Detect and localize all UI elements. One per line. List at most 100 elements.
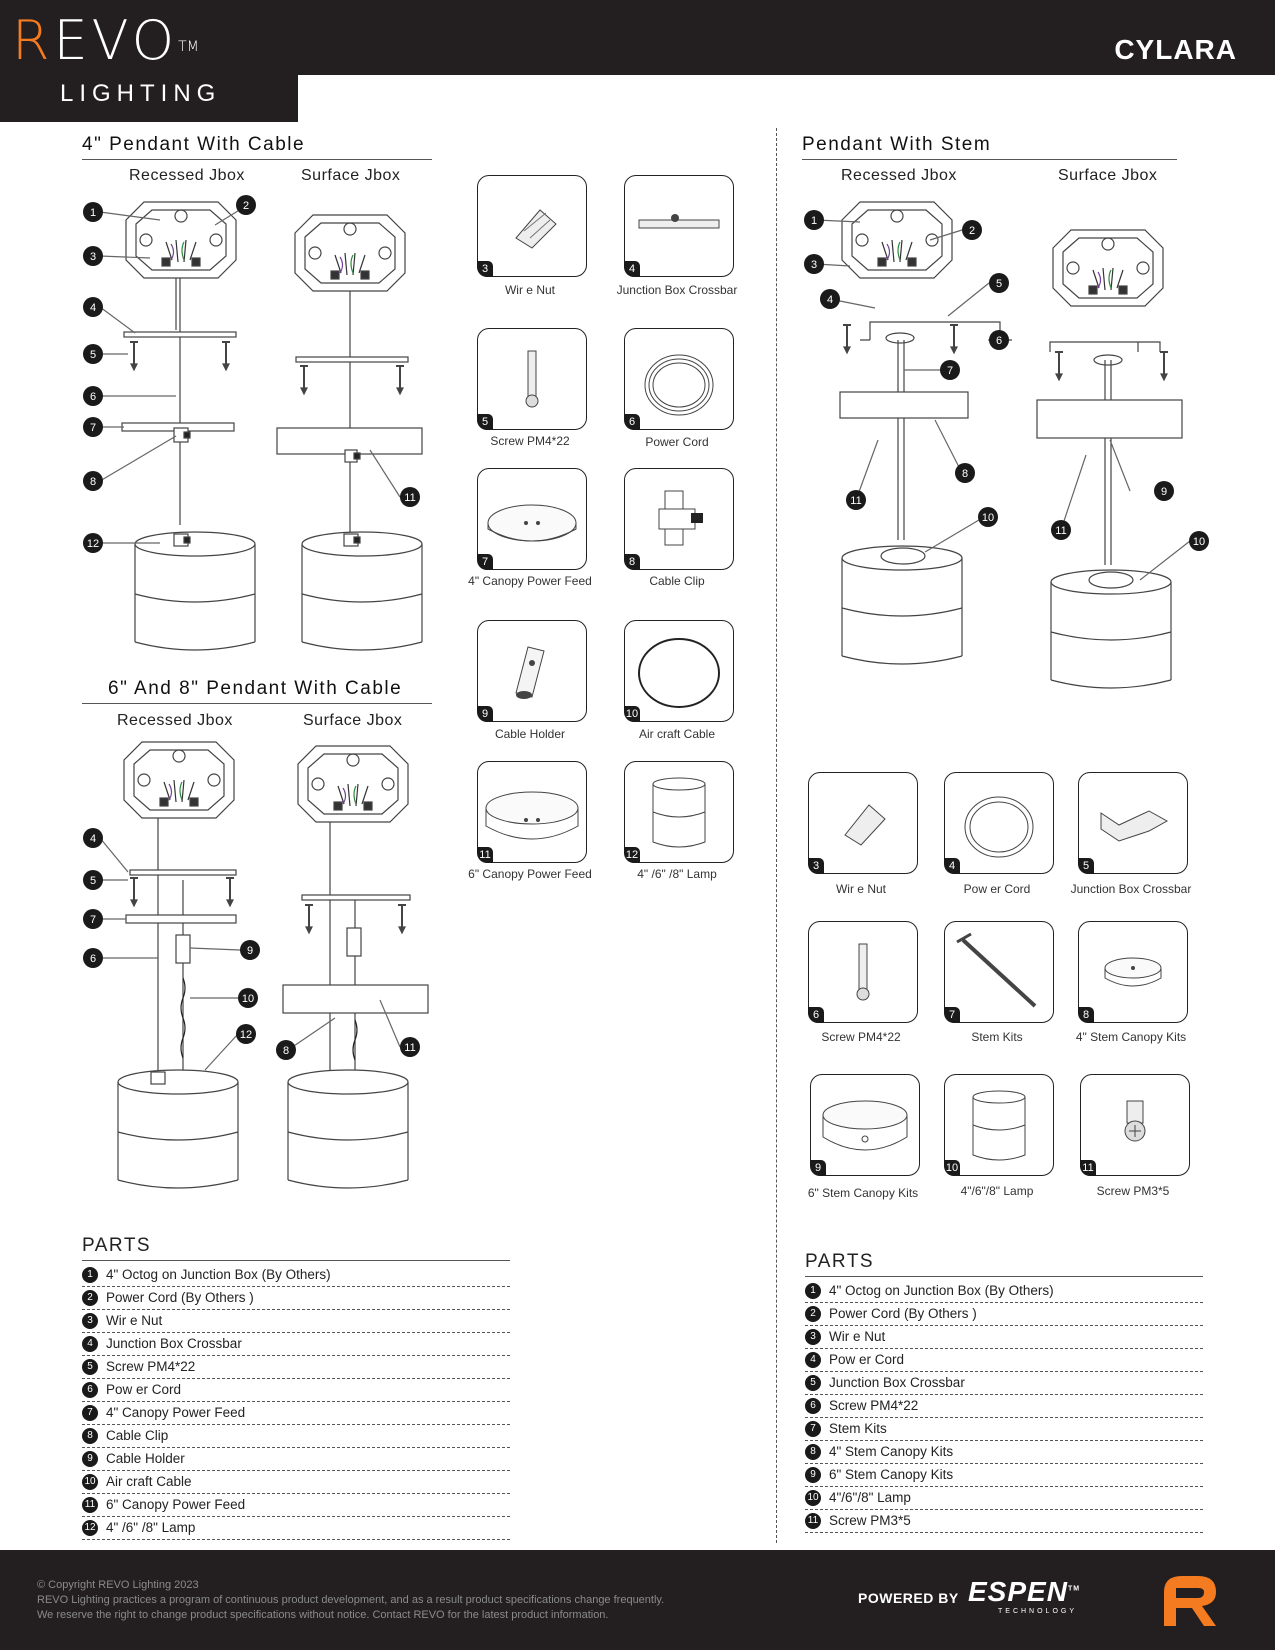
part-card-4in-stem-canopy: 8 [1078, 921, 1188, 1023]
screw-icon [525, 350, 539, 408]
svg-text:2: 2 [243, 200, 249, 212]
part-label: 6" Stem Canopy Kits [829, 1467, 954, 1482]
subtitle-recessed-1: Recessed Jbox [129, 167, 245, 184]
product-name: CYLARA [1114, 34, 1237, 65]
subtitle-recessed-stem: Recessed Jbox [841, 167, 957, 184]
part-card-power-cord: 6 [624, 328, 734, 430]
part-number-badge: 10 [82, 1474, 98, 1490]
part-card-4in-canopy: 7 [477, 468, 587, 570]
part-label: Junction Box Crossbar [829, 1375, 965, 1390]
svg-text:10: 10 [982, 512, 994, 524]
part-caption: Junction Box Crossbar [616, 283, 738, 297]
part-number-badge: 4 [805, 1352, 821, 1368]
part-caption: 4" /6" /8" Lamp [637, 867, 717, 881]
part-card-crossbar: 5 [1078, 772, 1188, 874]
espen-technology: TECHNOLOGY [998, 1608, 1078, 1615]
part-label: Power Cord (By Others ) [106, 1290, 254, 1305]
svg-text:11: 11 [850, 495, 861, 507]
part-number-badge: 7 [805, 1421, 821, 1437]
lamp-icon [972, 1090, 1026, 1161]
part-label: Air craft Cable [106, 1474, 192, 1489]
subtitle-surface-1: Surface Jbox [301, 167, 401, 184]
lamp-icon [652, 777, 706, 848]
part-caption: Wir e Nut [835, 882, 886, 896]
svg-text:5: 5 [90, 349, 96, 361]
parts-title-right: PARTS [805, 1251, 1203, 1277]
parts-title-left: PARTS [82, 1235, 510, 1261]
part-card-cable-clip: 8 [624, 468, 734, 570]
subtitle-recessed-2: Recessed Jbox [117, 712, 233, 729]
section-title-4in-cable: 4" Pendant With Cable [82, 134, 432, 160]
part-label: Screw PM4*22 [106, 1359, 196, 1374]
revo-logo: REVOTM LIGHTING [0, 0, 298, 122]
svg-text:2: 2 [969, 225, 975, 237]
part-card-screw: 6 [808, 921, 918, 1023]
part-number-badge: 2 [82, 1290, 98, 1306]
part-card-6in-stem-canopy: 9 [810, 1074, 920, 1176]
canopy-icon [485, 791, 579, 840]
svg-text:8: 8 [90, 476, 96, 488]
part-label: Cable Clip [106, 1428, 169, 1443]
brand-lighting: LIGHTING [60, 80, 222, 107]
svg-text:8: 8 [962, 468, 968, 480]
part-number-badge: 8 [805, 1444, 821, 1460]
part-caption: Pow er Cord [963, 882, 1031, 896]
part-card-stem-kits: 7 [944, 921, 1054, 1023]
powered-by: POWERED BY [858, 1590, 959, 1606]
parts-list-item: 7 4" Canopy Power Feed [82, 1402, 510, 1425]
svg-text:1: 1 [811, 215, 817, 227]
part-number-badge: 10 [805, 1490, 821, 1506]
part-number-badge: 4 [82, 1336, 98, 1352]
svg-text:4: 4 [827, 294, 833, 306]
svg-text:10: 10 [242, 993, 254, 1005]
part-card-lamp: 10 [944, 1074, 1054, 1176]
part-number-badge: 2 [805, 1306, 821, 1322]
screw-icon [856, 943, 870, 1001]
part-label: 4" /6" /8" Lamp [106, 1520, 196, 1535]
part-label: 4" Canopy Power Feed [106, 1405, 246, 1420]
part-number-badge: 1 [805, 1283, 821, 1299]
svg-text:3: 3 [811, 259, 817, 271]
subtitle-surface-stem: Surface Jbox [1058, 167, 1158, 184]
part-label: Pow er Cord [106, 1382, 182, 1397]
part-card-cable-holder: 9 [477, 620, 587, 722]
part-number-badge: 11 [82, 1497, 98, 1513]
svg-text:6: 6 [90, 391, 96, 403]
cable-holder-icon [515, 646, 545, 699]
part-number-badge: 7 [82, 1405, 98, 1421]
part-caption: Stem Kits [971, 1030, 1023, 1044]
crossbar-icon [1100, 810, 1169, 842]
part-label: Power Cord (By Others ) [829, 1306, 977, 1321]
svg-text:6: 6 [996, 335, 1002, 347]
part-label: Screw PM3*5 [829, 1513, 911, 1528]
power-cord-icon [964, 796, 1034, 858]
part-label: Cable Holder [106, 1451, 185, 1466]
part-caption: 4" Canopy Power Feed [468, 574, 592, 588]
part-label: Stem Kits [829, 1421, 887, 1436]
part-card-6in-canopy: 11 [477, 761, 587, 863]
svg-text:3: 3 [90, 251, 96, 263]
part-label: Wir e Nut [829, 1329, 886, 1344]
svg-text:12: 12 [87, 538, 99, 550]
parts-list-item: 4 Junction Box Crossbar [82, 1333, 510, 1356]
part-label: Screw PM4*22 [829, 1398, 919, 1413]
part-label: Junction Box Crossbar [106, 1336, 242, 1351]
part-label: 6" Canopy Power Feed [106, 1497, 246, 1512]
svg-text:12: 12 [240, 1029, 252, 1041]
svg-text:7: 7 [90, 914, 96, 926]
svg-text:4: 4 [90, 302, 96, 314]
part-number-badge: 12 [82, 1520, 98, 1536]
parts-list-item: 12 4" /6" /8" Lamp [82, 1517, 510, 1540]
svg-text:5: 5 [90, 875, 96, 887]
svg-text:11: 11 [1055, 525, 1066, 537]
part-number-badge: 8 [82, 1428, 98, 1444]
part-caption: Screw PM4*22 [490, 434, 570, 448]
